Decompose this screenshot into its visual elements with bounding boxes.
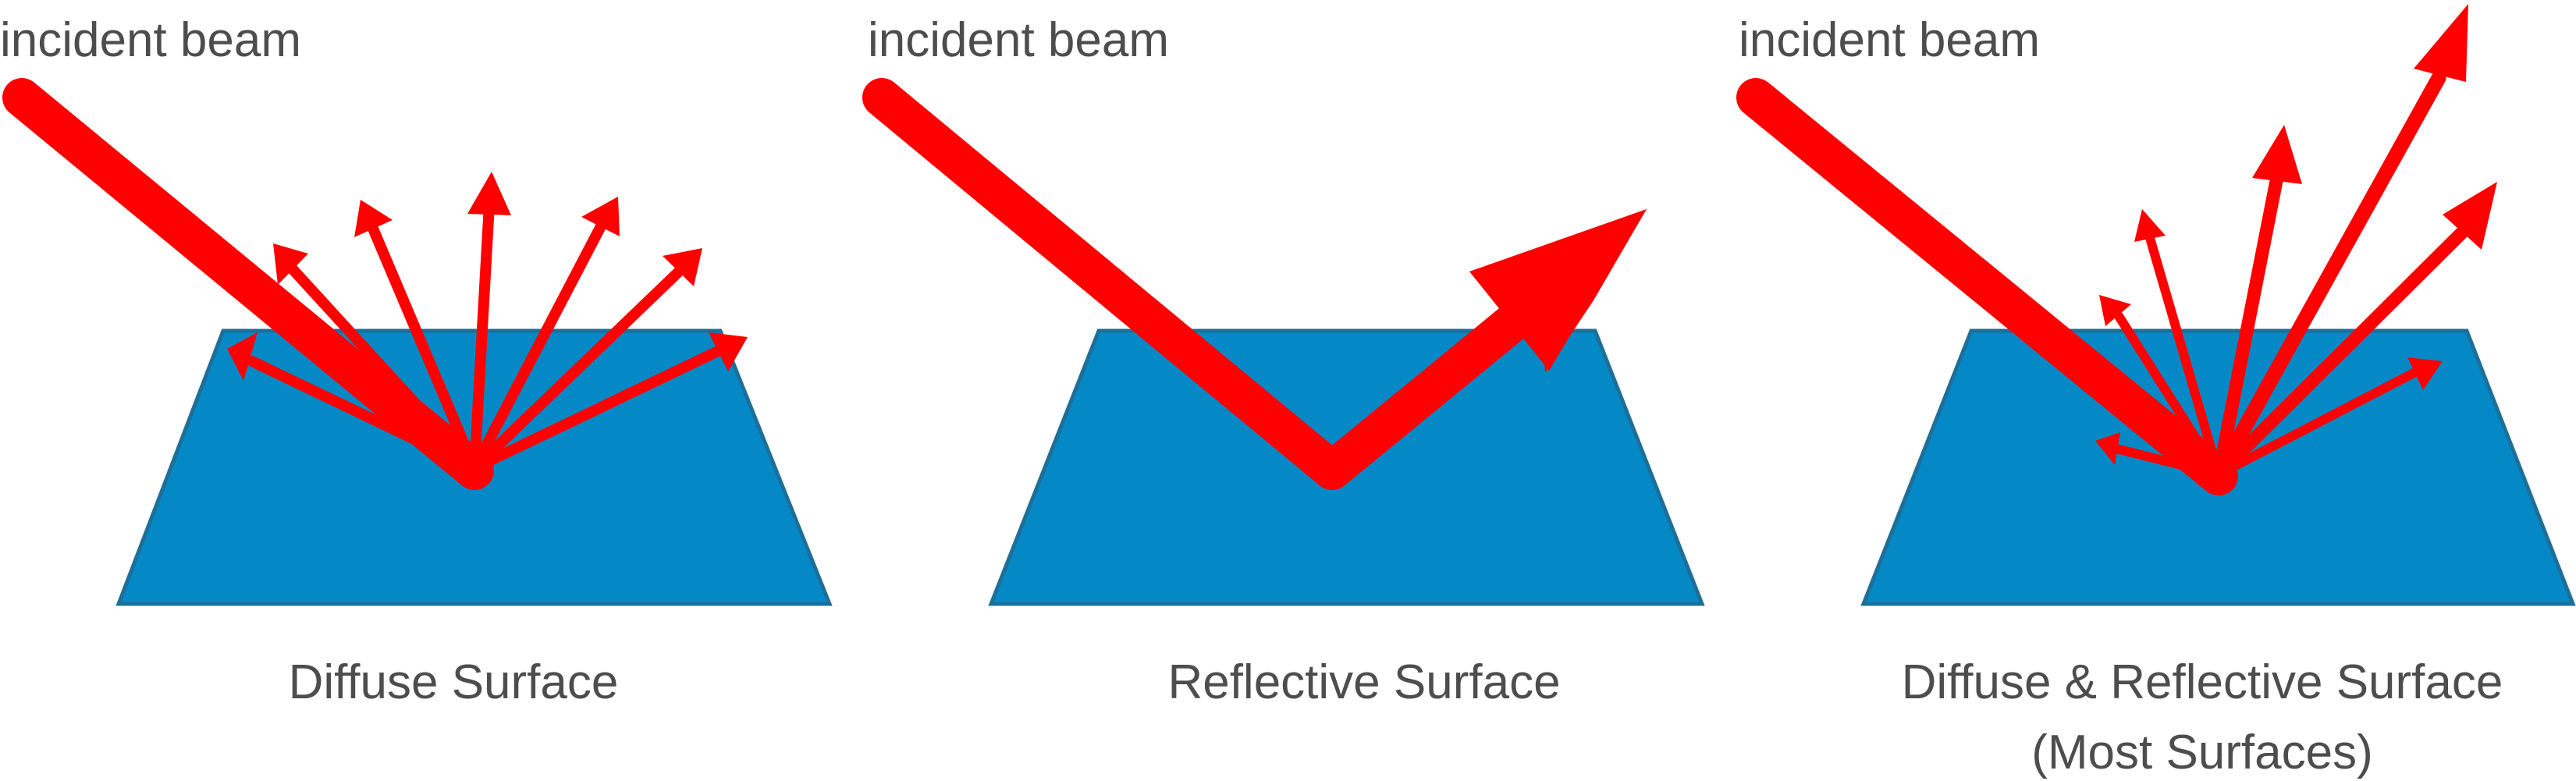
- scattered-ray: [469, 197, 620, 474]
- scattered-ray: [2099, 295, 2223, 479]
- reflected-arrowhead-tip: [1469, 209, 1647, 371]
- scattered-rays: [2095, 209, 2443, 479]
- panel-diffuse-reflective: incident beam Diffuse & Reflective Surfa…: [1736, 4, 2576, 779]
- caption: Reflective Surface: [1167, 655, 1560, 709]
- incident-label: incident beam: [0, 13, 301, 67]
- scattered-ray: [467, 172, 511, 474]
- caption-sub: (Most Surfaces): [2031, 726, 2373, 779]
- incident-beam: [1736, 78, 2238, 495]
- caption: Diffuse Surface: [289, 655, 619, 709]
- reflected-beam: [1313, 209, 1647, 490]
- scattered-ray: [2134, 209, 2223, 479]
- scattered-ray: [227, 332, 480, 474]
- panel-reflective: incident beam Reflective Surface: [862, 13, 1705, 709]
- scattered-ray: [354, 200, 480, 474]
- incident-beam: [862, 78, 1352, 490]
- scattered-ray: [469, 332, 748, 474]
- panel-diffuse: incident beam Diffuse Surface: [0, 13, 833, 709]
- reflected-ray: [2211, 4, 2468, 482]
- caption: Diffuse & Reflective Surface: [1902, 655, 2503, 709]
- incident-label: incident beam: [868, 13, 1169, 67]
- incident-beam: [2, 78, 494, 490]
- reflected-ray: [2212, 125, 2302, 481]
- incident-label: incident beam: [1739, 13, 2040, 67]
- reflected-ray: [2212, 182, 2497, 481]
- scattered-rays: [227, 172, 748, 474]
- scattered-ray: [469, 248, 702, 474]
- reflected-rays: [2211, 4, 2497, 482]
- scattered-ray: [2214, 357, 2443, 479]
- scattered-ray: [273, 243, 480, 474]
- scattered-ray: [2095, 432, 2223, 479]
